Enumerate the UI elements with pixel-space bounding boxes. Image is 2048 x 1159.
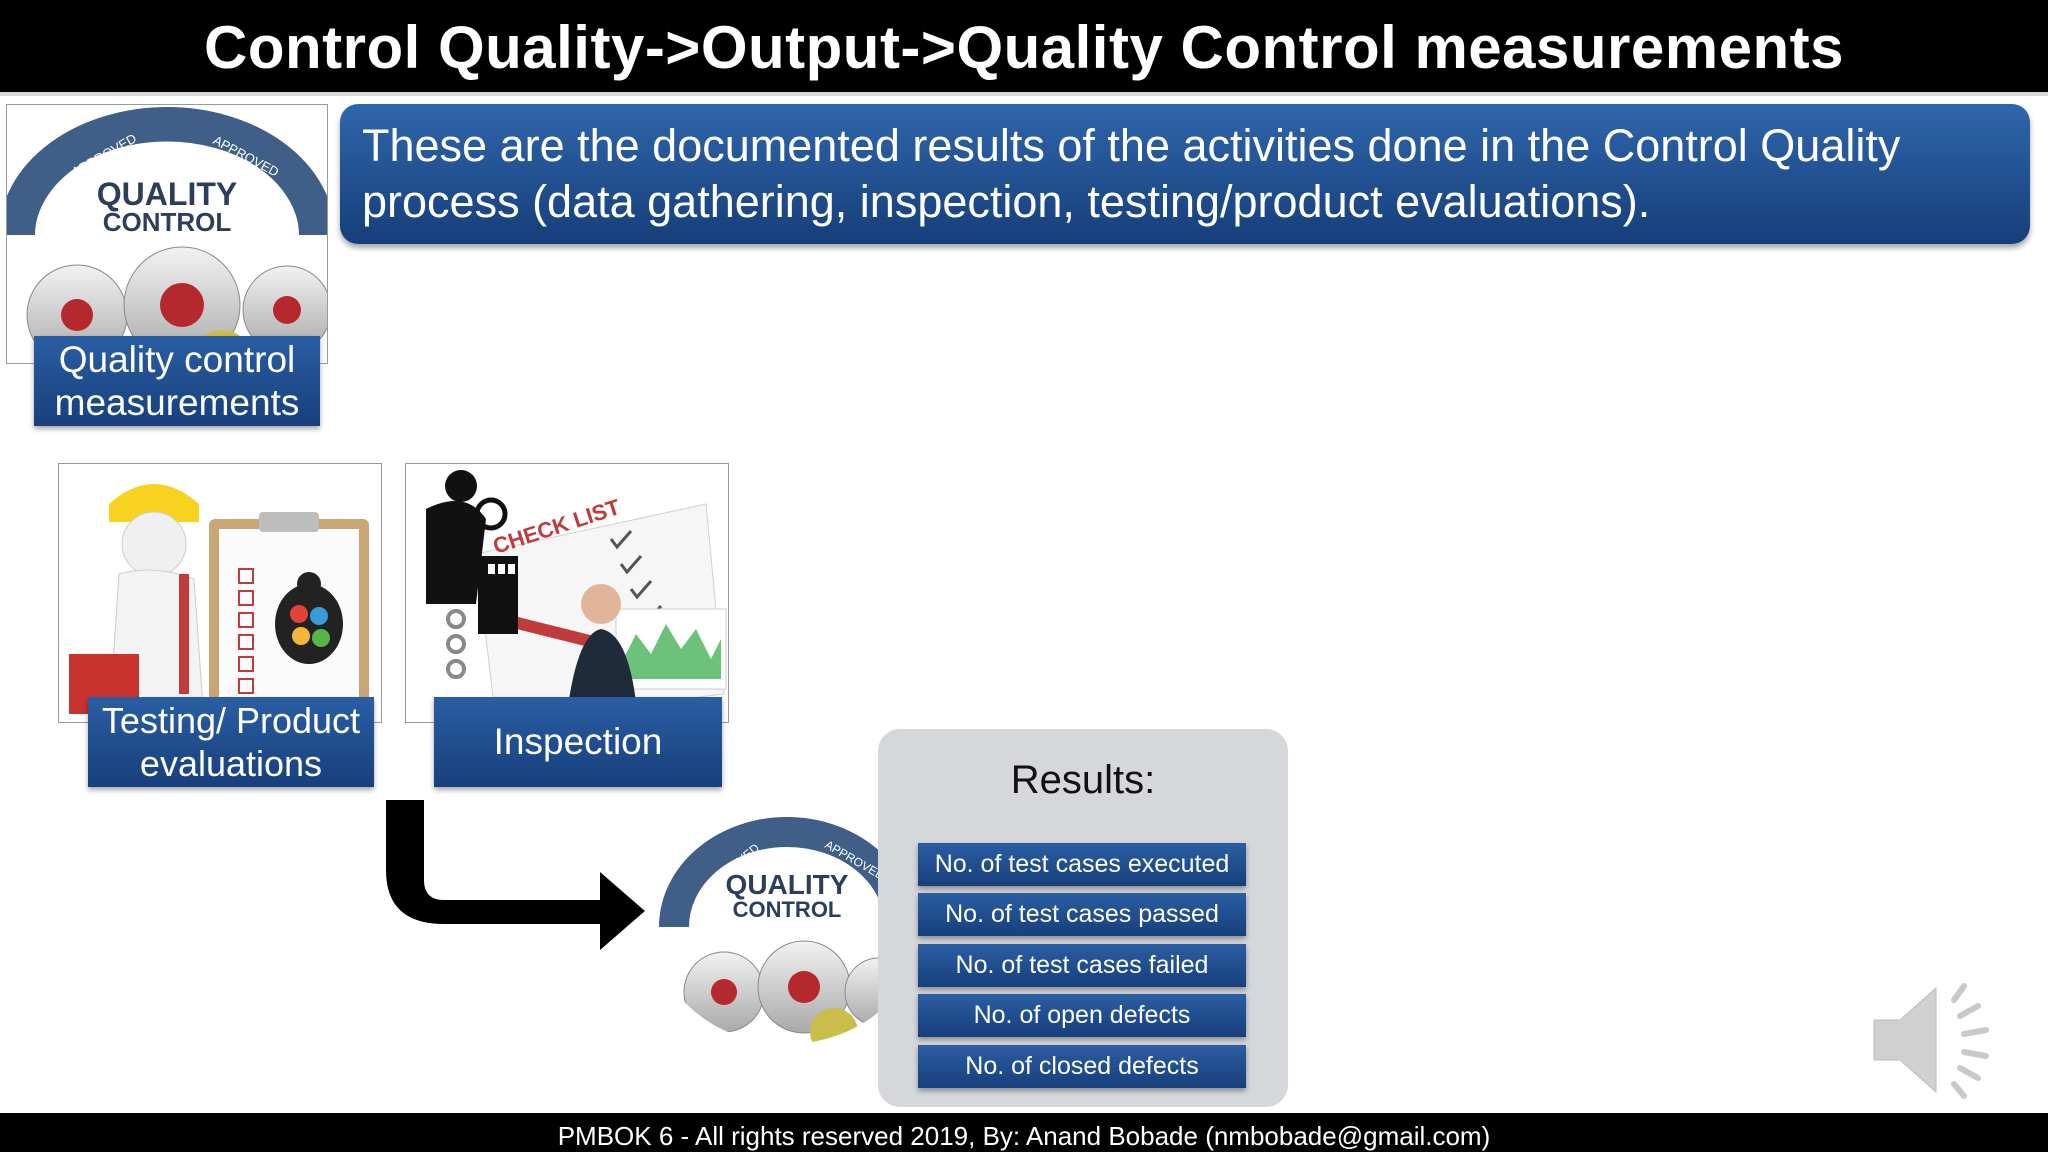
svg-text:QUALITY: QUALITY [97,176,237,212]
inspection-label: Inspection [434,697,722,787]
result-item-closed-defects: No. of closed defects [918,1045,1246,1088]
testing-image [58,463,382,723]
quality-control-badge-icon: APPROVED APPROVED QUALITY CONTROL [7,105,327,363]
testing-label: Testing/ Product evaluations [88,697,374,787]
title-divider [0,92,2048,96]
quality-control-label: Quality control measurements [34,336,320,426]
quality-control-seal: APPROVED APPROVED QUALITY CONTROL [654,812,920,1044]
slide-title: Control Quality->Output->Quality Control… [204,14,1844,81]
quality-control-image: APPROVED APPROVED QUALITY CONTROL [6,104,328,364]
speaker-icon[interactable] [1870,980,2000,1100]
description-box: These are the documented results of the … [340,104,2030,244]
svg-text:QUALITY: QUALITY [726,869,849,900]
svg-text:CONTROL: CONTROL [733,897,842,922]
quality-control-badge-icon: APPROVED APPROVED QUALITY CONTROL [654,812,920,1044]
worker-with-checklist-and-bug-icon [59,464,381,722]
result-item-open-defects: No. of open defects [918,994,1246,1037]
result-item-passed: No. of test cases passed [918,893,1246,936]
results-title: Results: [1010,758,1156,802]
flow-arrow-icon [386,800,645,950]
inspection-image: CHECK LIST [405,463,729,723]
slide-title-bar: Control Quality->Output->Quality Control… [0,0,2048,92]
inspector-with-checklist-icon: CHECK LIST [406,464,728,722]
footer: PMBOK 6 - All rights reserved 2019, By: … [0,1113,2048,1152]
svg-text:CONTROL: CONTROL [103,207,232,237]
footer-text: PMBOK 6 - All rights reserved 2019, By: … [557,1121,1491,1151]
description-text: These are the documented results of the … [362,120,1901,227]
result-item-executed: No. of test cases executed [918,843,1246,886]
result-item-failed: No. of test cases failed [918,944,1246,987]
